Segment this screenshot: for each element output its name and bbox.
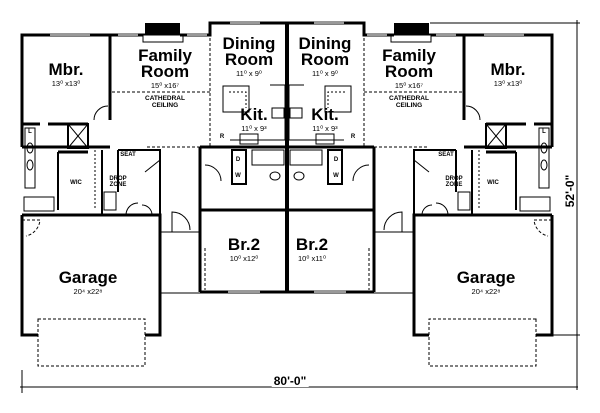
left-washer-label: W: [235, 173, 241, 179]
right-kitchen-label: Kit.11⁰ x 9³: [311, 105, 339, 133]
left-wic-label: WIC: [70, 180, 82, 186]
depth-dimension-label: 52'-0": [563, 174, 577, 208]
right-dryer-label: D: [333, 157, 339, 163]
right-mbr-label: Mbr.13⁰ x13⁰: [490, 60, 526, 88]
left-mbr-label: Mbr.13⁰ x13⁰: [48, 60, 84, 88]
right-washer-label: W: [333, 173, 339, 179]
left-seat-label: SEAT: [120, 152, 136, 158]
right-seat-label: SEAT: [438, 152, 454, 158]
right-fridge-label: R: [350, 134, 356, 140]
left-linen-label: L: [28, 129, 32, 135]
right-linen-label: L: [542, 129, 546, 135]
width-dimension-label: 80'-0": [271, 374, 309, 388]
left-fridge-label: R: [219, 134, 225, 140]
left-dryer-label: D: [235, 157, 241, 163]
right-wic-label: WIC: [487, 180, 499, 186]
left-kitchen-label: Kit.11⁰ x 9³: [240, 105, 268, 133]
